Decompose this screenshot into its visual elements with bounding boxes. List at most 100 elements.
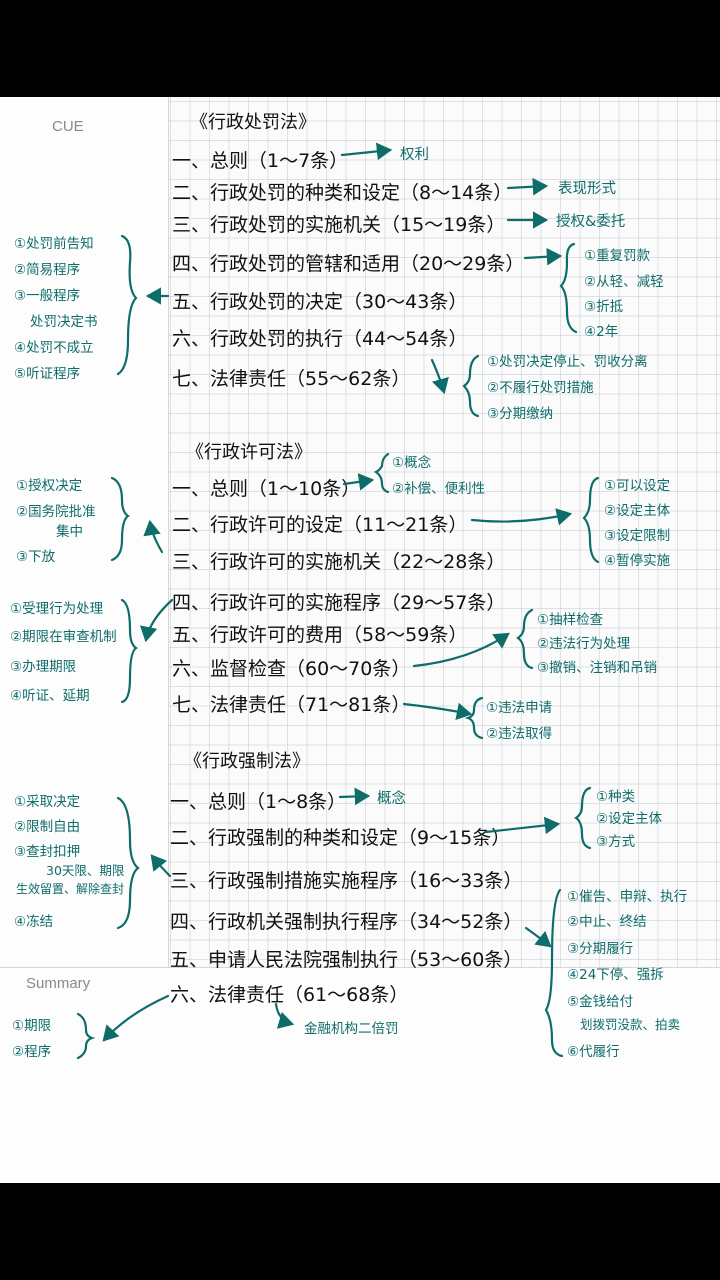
- law2-item-5: 五、行政许可的费用（58～59条）: [172, 624, 468, 646]
- summary-header: Summary: [26, 975, 91, 992]
- law2-item-6: 六、监督检查（60～70条）: [172, 658, 411, 680]
- notebook-page: [0, 97, 720, 1183]
- law2-b1-2: ②补偿、便利性: [392, 481, 486, 497]
- law1-b4-1: ①重复罚款: [584, 248, 651, 264]
- law2-b7-2: ②违法取得: [486, 726, 553, 742]
- law3-title: 《行政强制法》: [184, 751, 310, 772]
- law3-item-3: 三、行政强制措施实施程序（16～33条）: [170, 870, 523, 892]
- law1-cue-5: ⑤听证程序: [14, 366, 81, 382]
- brace-summary: [76, 1012, 96, 1060]
- arrow-l1-1: [340, 142, 393, 161]
- law3-item-4: 四、行政机关强制执行程序（34～52条）: [170, 911, 523, 933]
- law1-note-forms: 表现形式: [558, 181, 616, 197]
- arrow-l2-1: [342, 473, 375, 491]
- law2-cue4-4: ④听证、延期: [10, 688, 90, 704]
- law2-cue3-2b: 集中: [56, 524, 83, 540]
- law2-item-4: 四、行政许可的实施程序（29～57条）: [172, 592, 506, 614]
- law3-b6: 金融机构二倍罚: [304, 1021, 399, 1037]
- law3-item-1: 一、总则（1～8条）: [170, 791, 347, 813]
- brace-l1-7: [462, 354, 480, 418]
- law2-item-7: 七、法律责任（71～81条）: [172, 694, 411, 716]
- law1-b4-3: ③折抵: [584, 299, 624, 315]
- law1-item-6: 六、行政处罚的执行（44～54条）: [172, 328, 468, 350]
- law2-item-3: 三、行政许可的实施机关（22～28条）: [172, 551, 506, 573]
- brace-l2-2: [582, 476, 600, 564]
- law1-b7-2: ②不履行处罚措施: [487, 380, 594, 396]
- law1-cue-3: ③一般程序: [14, 288, 81, 304]
- law3-cue-2: ②限制自由: [14, 819, 81, 835]
- law1-b4-4: ④2年: [584, 324, 619, 340]
- law1-item-2: 二、行政处罚的种类和设定（8～14条）: [172, 182, 513, 204]
- law3-cue-3c: 生效留置、解除查封: [16, 882, 125, 896]
- law2-cue3-2: ②国务院批准: [16, 504, 96, 520]
- law3-b2-2: ②设定主体: [596, 811, 663, 827]
- summary-2: ②程序: [12, 1044, 52, 1060]
- law3-b4-2: ②中止、终结: [567, 914, 647, 930]
- law1-item-3: 三、行政处罚的实施机关（15～19条）: [172, 214, 506, 236]
- cue-header: CUE: [52, 118, 84, 135]
- arrow-l3-4: [524, 926, 552, 948]
- arrow-l2-3: [143, 519, 164, 554]
- law2-b6-1: ①抽样检查: [537, 612, 604, 628]
- law1-cue-4: ④处罚不成立: [14, 340, 94, 356]
- brace-l3-2: [574, 786, 592, 850]
- law1-b4-2: ②从轻、减轻: [584, 274, 664, 290]
- law2-title: 《行政许可法》: [186, 442, 312, 463]
- law3-item-2: 二、行政强制的种类和设定（9～15条）: [170, 827, 511, 849]
- law3-cue-1: ①采取决定: [14, 794, 81, 810]
- arrow-summary: [102, 994, 170, 1042]
- arrow-l2-6: [412, 632, 510, 668]
- law3-b4-6: ⑥代履行: [567, 1044, 620, 1060]
- law3-b4-5b: 划拨罚没款、拍卖: [580, 1017, 681, 1032]
- law2-b7-1: ①违法申请: [486, 700, 553, 716]
- arrow-l2-4: [139, 598, 174, 643]
- arrow-l1-2: [506, 177, 549, 196]
- law3-b4-4: ④24下停、强拆: [567, 967, 664, 983]
- arrow-l2-2: [470, 508, 573, 526]
- brace-l2-1: [373, 452, 390, 494]
- summary-1: ①期限: [12, 1018, 52, 1034]
- law3-cue-3: ③查封扣押: [14, 844, 81, 860]
- law2-item-1: 一、总则（1～10条）: [172, 478, 361, 500]
- law3-cue-4: ④冻结: [14, 914, 54, 930]
- law2-b2-4: ④暂停实施: [604, 553, 671, 569]
- arrow-l1-4: [523, 247, 563, 266]
- brace-l2-7: [464, 696, 484, 740]
- law2-cue4-1: ①受理行为处理: [10, 601, 104, 617]
- arrow-l3-6: [274, 1002, 295, 1029]
- brace-l2-cue4: [120, 598, 138, 704]
- arrow-l2-7: [402, 702, 473, 721]
- law2-b2-3: ③设定限制: [604, 528, 671, 544]
- law2-b2-2: ②设定主体: [604, 503, 671, 519]
- law1-b7-1: ①处罚决定停止、罚收分离: [487, 354, 648, 370]
- brace-l1-4: [559, 242, 578, 334]
- law1-item-5: 五、行政处罚的决定（30～43条）: [172, 291, 468, 313]
- brace-l3-cue: [116, 796, 140, 930]
- law1-item-7: 七、法律责任（55～62条）: [172, 368, 411, 390]
- law1-item-1: 一、总则（1～7条）: [172, 150, 349, 172]
- law1-cue-3b: 处罚决定书: [30, 314, 98, 330]
- arrow-l1-7: [430, 358, 449, 395]
- law1-b7-3: ③分期缴纳: [487, 406, 554, 422]
- law3-cue-3b: 30天限、期限: [46, 863, 125, 878]
- brace-l2-6: [516, 608, 534, 670]
- law3-b1: 概念: [377, 791, 406, 807]
- law2-b2-1: ①可以设定: [604, 478, 671, 494]
- law3-item-5: 五、申请人民法院强制执行（53～60条）: [170, 949, 523, 971]
- law1-cue-1: ①处罚前告知: [14, 236, 94, 252]
- law2-cue3-1: ①授权决定: [16, 478, 83, 494]
- law3-b2-3: ③方式: [596, 834, 636, 850]
- law2-b1-1: ①概念: [392, 455, 432, 471]
- law2-cue3-3: ③下放: [16, 549, 56, 565]
- law2-b6-2: ②违法行为处理: [537, 636, 631, 652]
- summary-area: [0, 967, 720, 1183]
- brace-l3-4: [544, 888, 564, 1058]
- law3-b4-3: ③分期履行: [567, 941, 634, 957]
- law2-b6-3: ③撤销、注销和吊销: [537, 660, 658, 676]
- law3-b2-1: ①种类: [596, 789, 636, 805]
- law2-cue4-3: ③办理期限: [10, 659, 77, 675]
- arrow-l3-3: [150, 854, 172, 878]
- law2-item-2: 二、行政许可的设定（11～21条）: [172, 514, 468, 536]
- law1-note-rights: 权利: [400, 147, 429, 163]
